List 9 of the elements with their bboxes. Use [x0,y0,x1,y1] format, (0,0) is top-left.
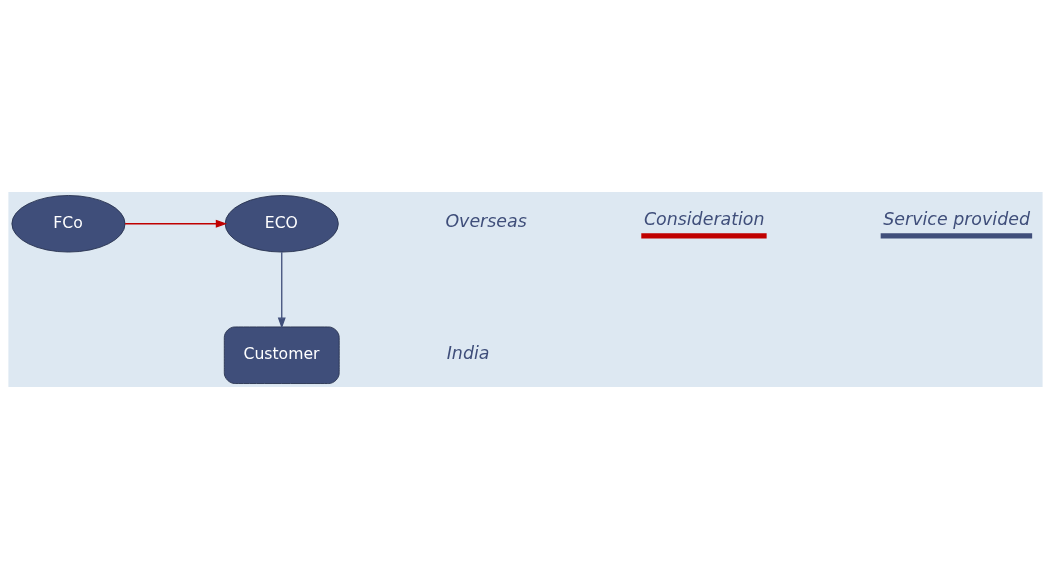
label: Overseas [445,211,527,232]
node-ellipse: ECO [224,195,339,253]
arrow [124,219,228,228]
label: India [446,342,490,363]
arrow [277,251,286,329]
legend-label: Service provided [883,208,1030,229]
node-box: Customer [223,326,340,384]
node-ellipse: FCo [11,195,126,253]
legend-label: Consideration [643,208,765,229]
